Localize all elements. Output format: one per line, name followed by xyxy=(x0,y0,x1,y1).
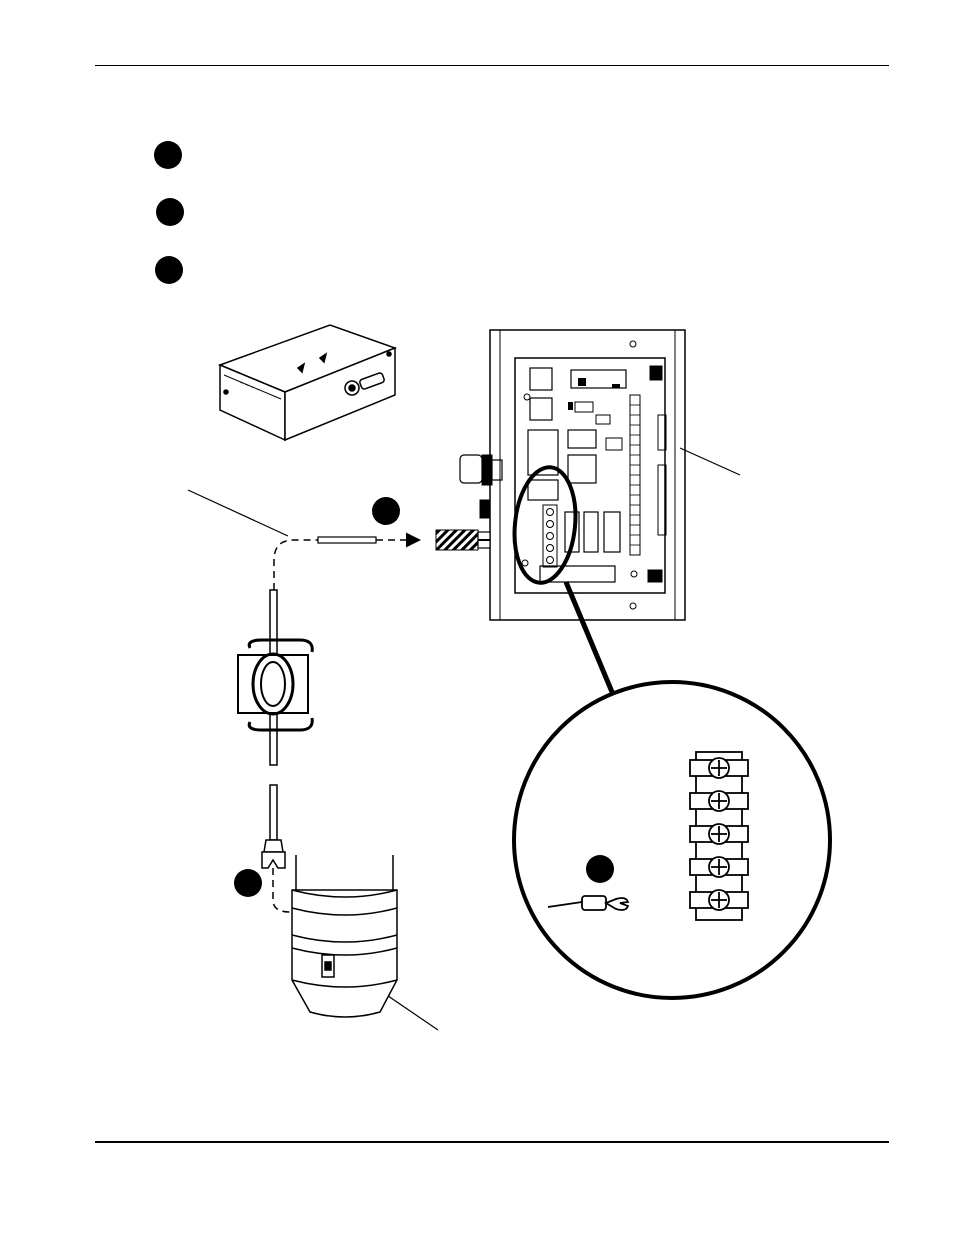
callout-marker-probe xyxy=(234,869,262,897)
step-marker-1 xyxy=(154,141,182,169)
callout-marker-cable xyxy=(372,497,400,525)
ferrite-core-icon xyxy=(237,589,314,869)
magnify-leader xyxy=(563,581,615,693)
control-box-icon xyxy=(217,324,398,442)
footer-rule xyxy=(95,1141,889,1143)
magnified-view xyxy=(512,680,832,1000)
spade-terminal-icon xyxy=(547,895,630,911)
leader-board xyxy=(679,447,741,476)
probe-cylinder-icon xyxy=(291,855,398,1018)
terminal-highlight xyxy=(512,465,578,585)
leader-cable xyxy=(187,489,289,537)
step-marker-3 xyxy=(155,256,183,284)
terminal-block-icon xyxy=(689,751,749,921)
step-marker-2 xyxy=(156,198,184,226)
header-rule xyxy=(95,65,889,66)
callout-marker-spade xyxy=(586,855,614,883)
circuit-board-icon xyxy=(459,329,686,621)
